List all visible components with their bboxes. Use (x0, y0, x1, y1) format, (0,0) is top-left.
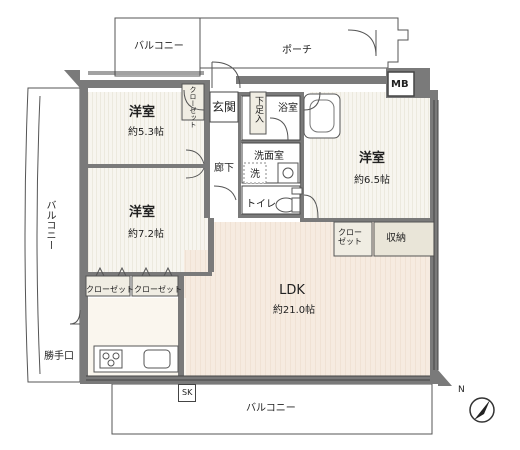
storage-box (373, 221, 435, 257)
service-door-label: 勝手口 (44, 351, 74, 362)
wash-label: 洗 (250, 169, 260, 180)
closet-b-box (131, 275, 179, 297)
sk-label: SK (178, 384, 197, 402)
shoe-storage-label: 下足入 (253, 96, 263, 123)
mb-box (387, 71, 415, 97)
compass-icon (469, 397, 495, 423)
balcony-top-label: バルコニー (134, 41, 184, 52)
north-label: N (458, 385, 465, 395)
closet-right-label: クロー ゼット (338, 228, 362, 246)
balcony-left-label: バルコニー (44, 200, 55, 250)
mb-label: MB (391, 79, 409, 90)
room3-size: 約6.5帖 (354, 175, 390, 186)
storage-label: 収納 (386, 233, 406, 244)
closet-b-label: クローゼット (134, 285, 182, 294)
closet-small-box (181, 83, 205, 121)
closet-small-label: クローゼット (189, 86, 197, 128)
closet-a-label: クローゼット (86, 285, 134, 294)
ldk-name: LDK (279, 283, 305, 298)
kitchen-sink (143, 349, 171, 369)
room3-name: 洋室 (358, 151, 386, 166)
balcony-top-outline (114, 17, 201, 77)
hallway-label: 廊下 (214, 163, 234, 174)
washroom-label: 洗面室 (254, 151, 284, 162)
toilet-label: トイレ (246, 199, 276, 210)
balcony-bottom-label: バルコニー (246, 403, 296, 414)
balcony-left-outline (24, 87, 81, 383)
shoe-storage-box (249, 91, 267, 135)
balcony-bottom-outline (111, 383, 433, 435)
bathroom-label: 浴室 (278, 103, 298, 114)
ldk-size: 約21.0帖 (272, 305, 316, 316)
ldk-floor (184, 250, 434, 376)
porch-label: ポーチ (282, 45, 312, 56)
room2-name: 洋室 (128, 205, 156, 220)
room1-size: 約5.3帖 (128, 127, 164, 138)
room2-size: 約7.2帖 (128, 229, 164, 240)
porch-outline (199, 17, 409, 69)
closet-a-box (85, 275, 131, 297)
washing-machine-space (243, 162, 267, 184)
closet-right-box (333, 221, 373, 257)
entrance-floor (209, 91, 239, 123)
room1-name: 洋室 (128, 105, 156, 120)
stove (99, 349, 123, 369)
entrance-label: 玄関 (212, 100, 237, 114)
